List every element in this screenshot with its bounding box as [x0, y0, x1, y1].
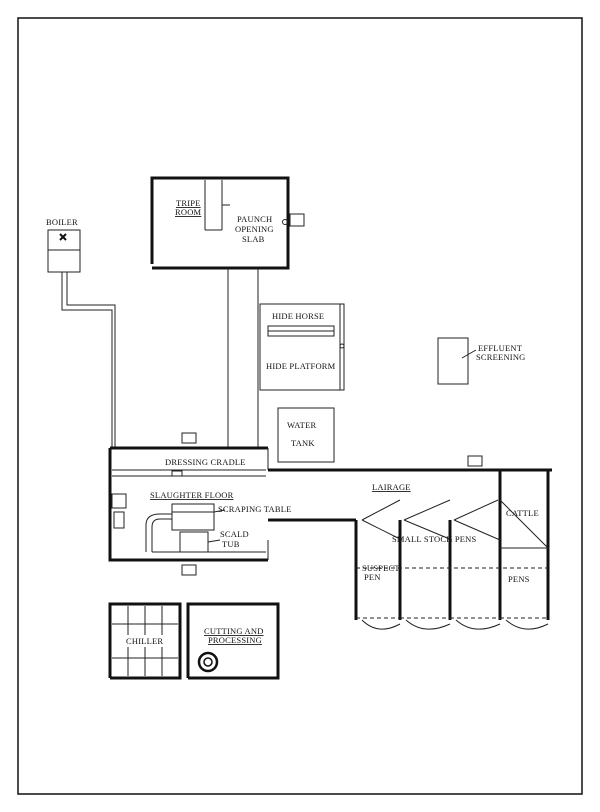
- effluent-label-2: SCREENING: [476, 352, 526, 362]
- cattle-label-2: PENS: [508, 574, 530, 584]
- lairage-label: LAIRAGE: [372, 482, 411, 492]
- hide-horse-label: HIDE HORSE: [272, 311, 324, 321]
- water-tank: WATER TANK: [277, 407, 335, 463]
- water-label-1: WATER: [287, 420, 316, 430]
- hide-platform: HIDE HORSE HIDE PLATFORM: [259, 303, 345, 391]
- dressing-cradle-label: DRESSING CRADLE: [165, 457, 246, 467]
- boiler: BOILER: [46, 217, 116, 448]
- suspect-label-2: PEN: [364, 572, 381, 582]
- cutting-processing: CUTTING AND PROCESSING: [186, 602, 280, 680]
- page-frame: [17, 17, 583, 795]
- slaughter-floor: DRESSING CRADLE SLAUGHTER FLOOR SCRAPING…: [108, 432, 292, 576]
- cattle-label-1: CATTLE: [506, 508, 539, 518]
- cutting-label-1: CUTTING AND: [204, 626, 264, 636]
- paunch-label-2: OPENING: [235, 224, 274, 234]
- cutting-label-2: PROCESSING: [208, 635, 262, 645]
- tripe-room-label-2: ROOM: [175, 207, 202, 217]
- saw-symbol: [197, 651, 219, 673]
- water-label-2: TANK: [291, 438, 315, 448]
- effluent-label-1: EFFLUENT: [478, 343, 523, 353]
- chiller: CHILLER: [108, 602, 182, 680]
- scald-label-1: SCALD: [220, 529, 249, 539]
- race-walls: [268, 468, 552, 522]
- scraping-table-label: SCRAPING TABLE: [218, 504, 292, 514]
- tripe-room-building: TRIPE ROOM PAUNCH OPENING SLAB: [150, 176, 305, 270]
- boiler-label: BOILER: [46, 217, 78, 227]
- suspect-label-1: SUSPECT: [362, 563, 400, 573]
- drain-marker: [467, 455, 483, 467]
- paunch-label-1: PAUNCH: [237, 214, 272, 224]
- chiller-label: CHILLER: [126, 636, 163, 646]
- effluent-screening: EFFLUENT SCREENING: [437, 337, 526, 385]
- paunch-label-3: SLAB: [242, 234, 265, 244]
- slaughter-floor-label: SLAUGHTER FLOOR: [150, 490, 234, 500]
- small-stock-pens-label: SMALL STOCK PENS: [392, 534, 477, 544]
- corridor: [227, 268, 259, 448]
- lairage: LAIRAGE CATTLE PENS SMALL STOCK PENS SUS…: [354, 470, 550, 630]
- scald-label-2: TUB: [222, 539, 240, 549]
- hide-platform-label: HIDE PLATFORM: [266, 361, 336, 371]
- tripe-room-label-1: TRIPE: [176, 198, 201, 208]
